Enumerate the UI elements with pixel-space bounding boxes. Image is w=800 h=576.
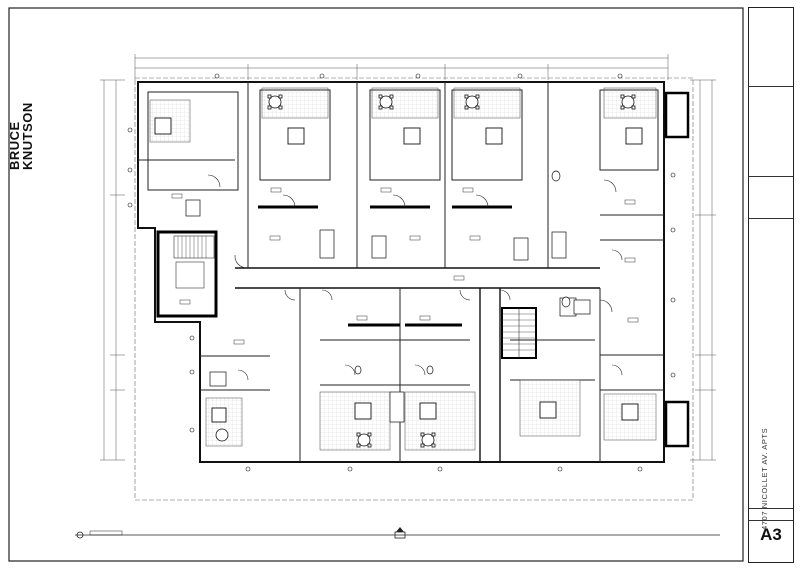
dimension-lines-top: [134, 54, 669, 80]
graphic-scale-bar: [75, 527, 720, 539]
unit-walls: [138, 82, 664, 462]
window-marks: [127, 73, 676, 472]
title-block-notes-cell: [749, 176, 793, 218]
firm-name-line2: KNUTSON: [20, 102, 35, 170]
title-block-logo-cell: [749, 86, 793, 176]
kitchen-islands: [154, 117, 643, 423]
title-block-project-cell: [749, 218, 793, 508]
room-tags: [171, 187, 639, 345]
firm-logo: BRUCE KNUTSON: [7, 84, 38, 170]
project-address: 4707 NICOLLET AV. APTS: [760, 427, 769, 530]
tile-floors: [149, 87, 657, 451]
exterior-walls: [137, 81, 665, 463]
bath-fixtures: [185, 170, 591, 423]
dimension-lines-sides: [100, 79, 716, 461]
balconies: [664, 91, 690, 448]
title-block-date-cell: [749, 508, 793, 520]
title-block: [748, 7, 794, 563]
dining-tables: [215, 94, 636, 448]
stair-core-right: [501, 307, 537, 359]
corridor-walls: [235, 267, 600, 462]
sheet-number: A3: [760, 525, 782, 544]
title-block-sheet-cell: [749, 520, 793, 564]
bearing-walls: [258, 205, 512, 327]
stair-core-left: [156, 230, 218, 318]
door-swings: [207, 174, 623, 381]
sheet-border: [8, 7, 744, 562]
title-block-header-cell: [749, 8, 793, 86]
